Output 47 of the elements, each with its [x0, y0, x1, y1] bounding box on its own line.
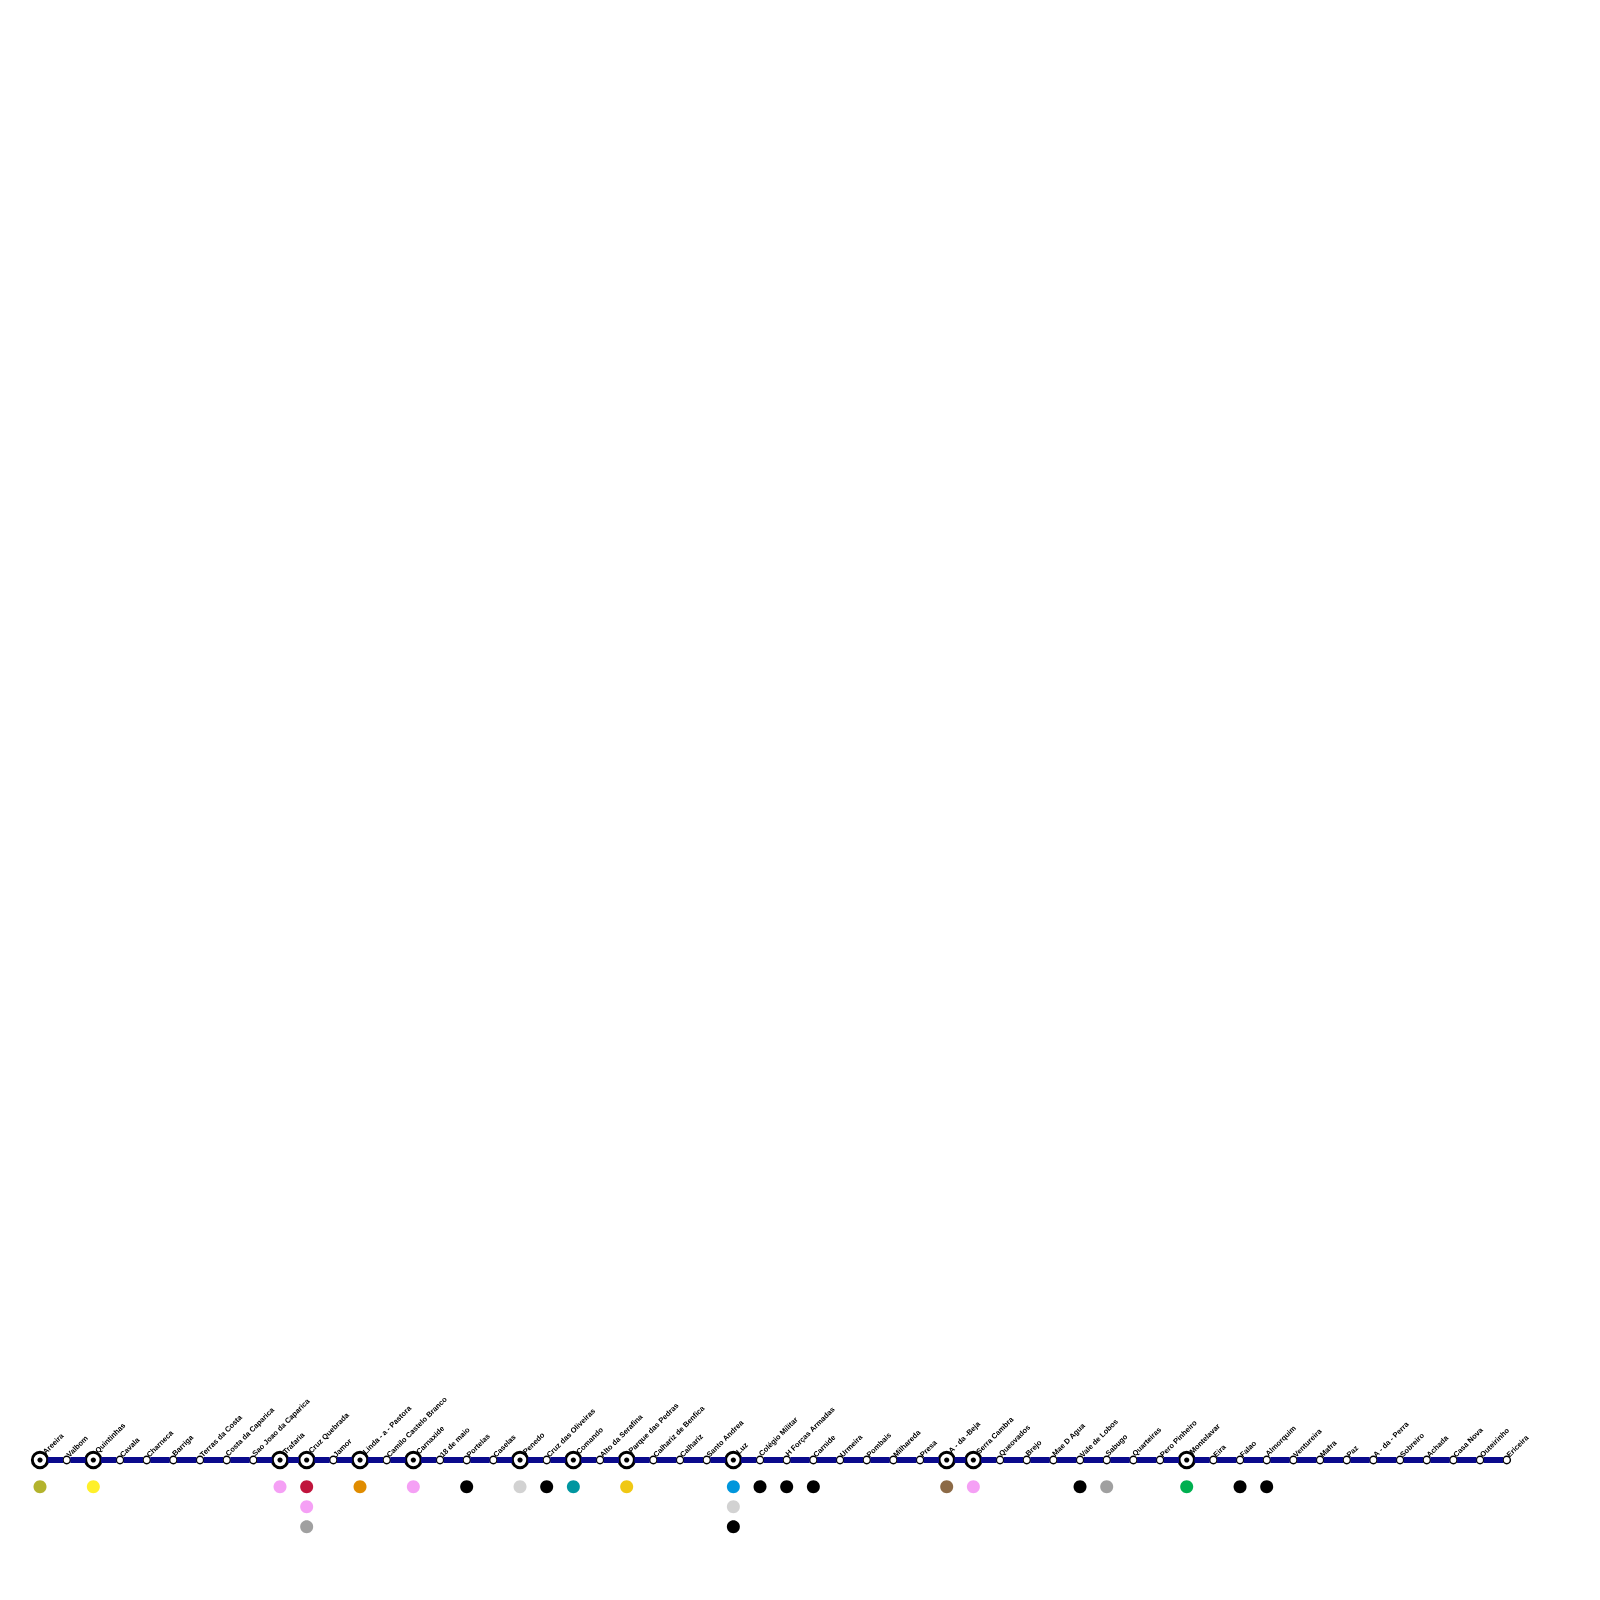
line-segment	[203, 1457, 223, 1463]
line-segment	[497, 1457, 513, 1463]
line-segment	[257, 1457, 273, 1463]
line-segment	[710, 1457, 726, 1463]
line-segment	[1110, 1457, 1130, 1463]
line-segment	[1217, 1457, 1237, 1463]
line-segment	[1163, 1457, 1180, 1463]
line-segment	[470, 1457, 490, 1463]
line-segment	[954, 1457, 966, 1463]
line-segment	[741, 1457, 757, 1463]
line-segment	[923, 1457, 940, 1463]
line-segment	[1483, 1457, 1504, 1463]
line-segment	[1194, 1457, 1210, 1463]
line-segment	[123, 1457, 143, 1463]
line-segment	[1430, 1457, 1450, 1463]
line-segment	[657, 1457, 677, 1463]
line-segment	[981, 1457, 997, 1463]
line-segment	[1323, 1457, 1344, 1463]
line-segment	[1083, 1457, 1104, 1463]
line-segment	[790, 1457, 810, 1463]
line-segment	[1457, 1457, 1477, 1463]
line-segment	[1137, 1457, 1157, 1463]
line-segment	[1403, 1457, 1424, 1463]
line-segment	[230, 1457, 250, 1463]
line-segment	[1377, 1457, 1397, 1463]
line-segment	[150, 1457, 170, 1463]
line-segment	[1270, 1457, 1290, 1463]
line-segment	[1057, 1457, 1077, 1463]
line-segment	[390, 1457, 406, 1463]
line-segment	[337, 1457, 353, 1463]
line-segment	[870, 1457, 890, 1463]
line-segment	[1003, 1457, 1024, 1463]
line-segment	[1297, 1457, 1317, 1463]
line-segment	[581, 1457, 597, 1463]
line-segment	[101, 1457, 117, 1463]
line-segment	[70, 1457, 86, 1463]
line-segment	[1350, 1457, 1370, 1463]
line-segment	[817, 1457, 837, 1463]
line-segment	[1243, 1457, 1264, 1463]
line-segment	[843, 1457, 864, 1463]
line-segment	[314, 1457, 330, 1463]
line-segment	[634, 1457, 650, 1463]
line-segment	[550, 1457, 566, 1463]
line-segment	[1030, 1457, 1050, 1463]
line-segment	[421, 1457, 437, 1463]
line-segment	[177, 1457, 197, 1463]
line-segment	[897, 1457, 917, 1463]
